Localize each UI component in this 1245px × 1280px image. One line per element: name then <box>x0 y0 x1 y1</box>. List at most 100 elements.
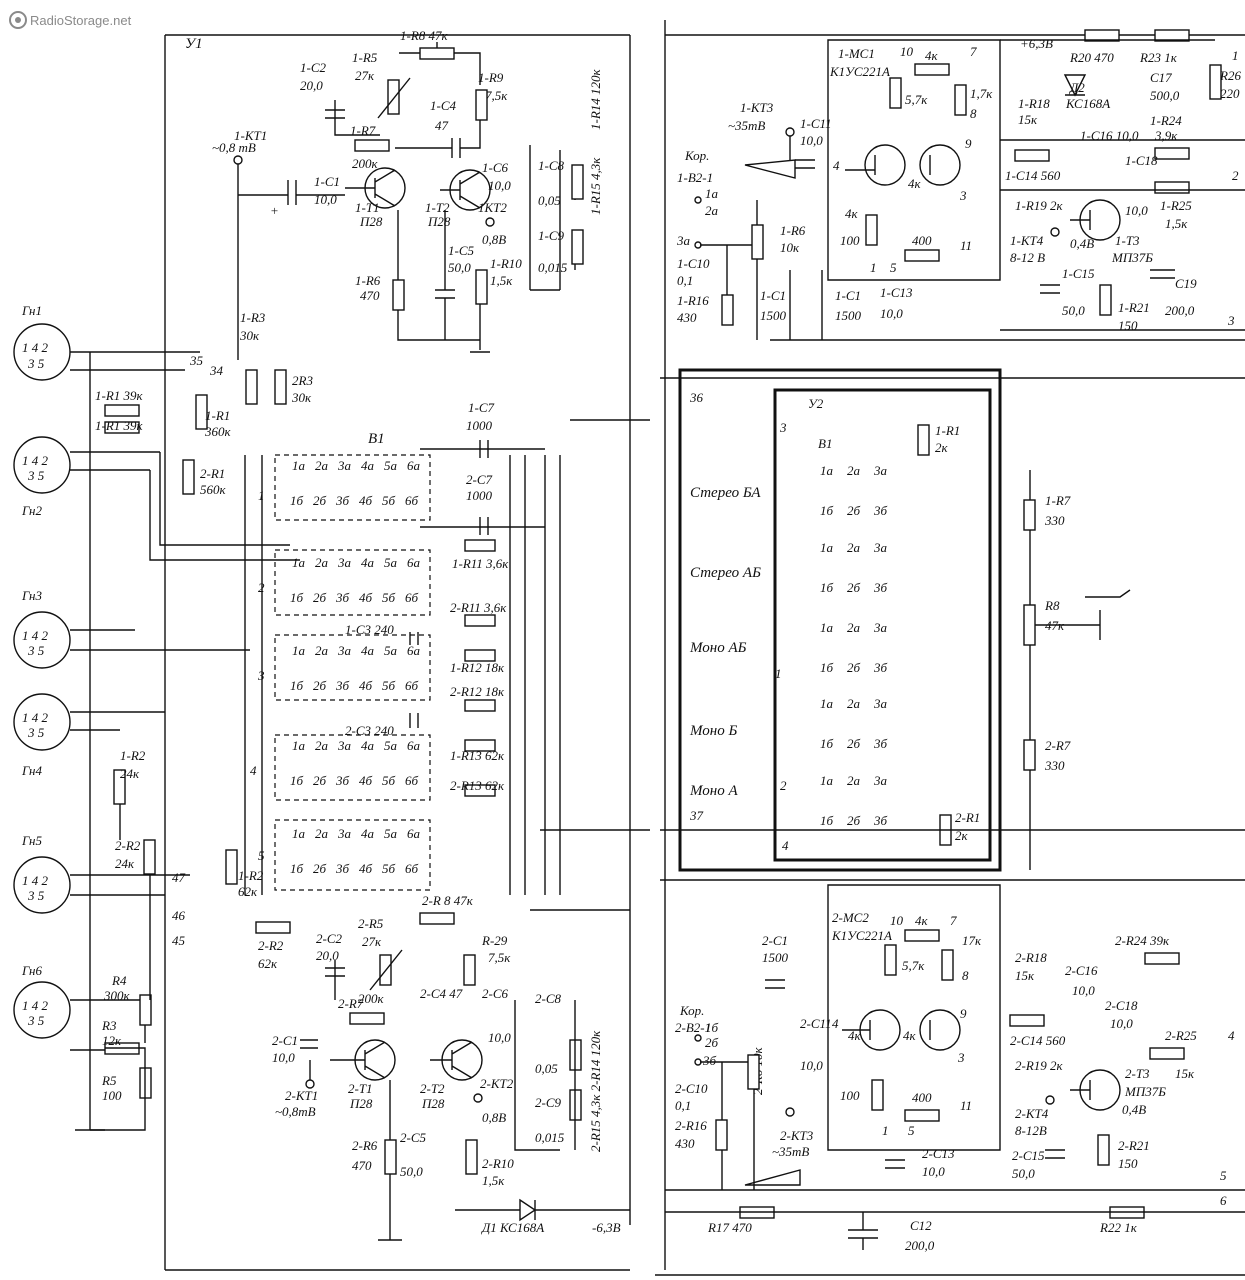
svg-text:1-КТ1: 1-КТ1 <box>234 128 267 143</box>
svg-text:1-С11: 1-С11 <box>800 116 832 131</box>
svg-text:1-КТ4: 1-КТ4 <box>1010 233 1044 248</box>
switch-contact-a: 2а <box>315 555 329 570</box>
svg-text:50,0: 50,0 <box>448 260 471 275</box>
resistor-1-r3 <box>245 369 258 405</box>
svg-text:1-Т2: 1-Т2 <box>425 200 450 215</box>
switch-contact-b: 6б <box>405 590 419 605</box>
svg-text:100: 100 <box>102 1088 122 1103</box>
switch-contact-a: 4а <box>361 643 375 658</box>
svg-text:2-С10: 2-С10 <box>675 1081 708 1096</box>
svg-text:200,0: 200,0 <box>1165 303 1195 318</box>
svg-text:560к: 560к <box>200 482 227 497</box>
svg-text:П28: П28 <box>421 1096 445 1111</box>
svg-text:5: 5 <box>258 848 265 863</box>
switch-contact-a: 5а <box>384 458 398 473</box>
block-u2-label: У2 <box>808 396 824 411</box>
svg-text:10,0: 10,0 <box>488 1030 511 1045</box>
svg-text:10,0: 10,0 <box>1125 203 1148 218</box>
switch-contact-a: 1а <box>820 463 834 478</box>
svg-text:1-Т1: 1-Т1 <box>355 200 380 215</box>
resistor-2-r2-62k <box>255 921 291 934</box>
svg-text:1-R2: 1-R2 <box>120 748 146 763</box>
svg-text:34: 34 <box>209 363 224 378</box>
svg-text:1500: 1500 <box>760 308 787 323</box>
supply-minus-label: -6,3В <box>592 1220 621 1235</box>
svg-text:3 5: 3 5 <box>27 356 45 371</box>
svg-text:220: 220 <box>1220 86 1240 101</box>
svg-text:1-С13: 1-С13 <box>880 285 913 300</box>
svg-text:2-С6: 2-С6 <box>482 986 509 1001</box>
svg-text:Кор.: Кор. <box>679 1003 704 1018</box>
switch-contact-b: 1б <box>820 580 834 595</box>
svg-text:2R3: 2R3 <box>292 373 313 388</box>
svg-text:4к: 4к <box>925 48 939 63</box>
left-board: У1 Гн1 1 4 23 5 Гн2 1 4 23 5 Гн3 1 4 23 … <box>13 28 650 1271</box>
switch-b1-right-label: В1 <box>818 436 832 451</box>
switch-contact-b: 3б <box>873 660 888 675</box>
switch-contact-b: 5б <box>382 861 396 876</box>
svg-text:1б: 1б <box>705 1020 719 1035</box>
svg-text:С17: С17 <box>1150 70 1172 85</box>
switch-contact-a: 2а <box>847 620 861 635</box>
svg-text:200к: 200к <box>352 156 379 171</box>
svg-text:8-12 В: 8-12 В <box>1010 250 1045 265</box>
svg-text:R17 470: R17 470 <box>707 1220 752 1235</box>
svg-text:10,0: 10,0 <box>272 1050 295 1065</box>
svg-text:2-С11: 2-С11 <box>800 1016 832 1031</box>
svg-text:2-R11 3,6к: 2-R11 3,6к <box>450 600 507 615</box>
svg-text:200,0: 200,0 <box>905 1238 935 1253</box>
svg-text:62к: 62к <box>238 884 258 899</box>
svg-text:27к: 27к <box>362 934 382 949</box>
svg-text:1-R18: 1-R18 <box>1018 96 1050 111</box>
resistor-1-r1b <box>104 421 140 434</box>
output-6: 6 <box>1220 1193 1227 1208</box>
svg-text:2-R25: 2-R25 <box>1165 1028 1197 1043</box>
switch-contact-b: 6б <box>405 678 419 693</box>
svg-text:1-R1: 1-R1 <box>205 408 230 423</box>
svg-text:Гн5: Гн5 <box>21 833 42 848</box>
svg-text:3 5: 3 5 <box>27 888 45 903</box>
switch-contact-a: 3а <box>873 620 888 635</box>
resistor-2-r11 <box>464 614 496 627</box>
switch-contact-a: 3а <box>873 540 888 555</box>
switch-contact-a: 3а <box>873 696 888 711</box>
svg-text:10к: 10к <box>780 240 800 255</box>
svg-text:2-R19 2к: 2-R19 2к <box>1015 1058 1064 1073</box>
svg-text:1-R8 47к: 1-R8 47к <box>400 28 449 43</box>
svg-text:1-R2: 1-R2 <box>238 868 264 883</box>
svg-text:24к: 24к <box>120 766 140 781</box>
svg-text:100: 100 <box>840 1088 860 1103</box>
svg-text:1 4 2: 1 4 2 <box>22 998 49 1013</box>
svg-text:1 4 2: 1 4 2 <box>22 453 49 468</box>
svg-text:1-R10: 1-R10 <box>490 256 522 271</box>
svg-text:8: 8 <box>970 106 977 121</box>
svg-text:36: 36 <box>689 390 704 405</box>
switch-contact-b: 3б <box>873 736 888 751</box>
svg-text:Гн3: Гн3 <box>21 588 42 603</box>
resistor-2-r13 <box>464 784 496 797</box>
svg-text:1-С3 240: 1-С3 240 <box>345 622 394 637</box>
svg-text:К1УС221А: К1УС221А <box>829 64 890 79</box>
svg-text:430: 430 <box>677 310 697 325</box>
svg-text:МП37Б: МП37Б <box>1124 1084 1166 1099</box>
svg-text:1-С18: 1-С18 <box>1125 153 1158 168</box>
svg-text:2-Т2: 2-Т2 <box>420 1081 445 1096</box>
svg-text:2-КТ2: 2-КТ2 <box>480 1076 514 1091</box>
svg-text:2-С4 47: 2-С4 47 <box>420 986 463 1001</box>
switch-contact-b: 5б <box>382 590 396 605</box>
switch-contact-b: 3б <box>335 493 350 508</box>
svg-text:47: 47 <box>435 118 449 133</box>
output-3: 3 <box>1227 313 1235 328</box>
switch-contact-b: 1б <box>290 678 304 693</box>
switch-contact-b: 2б <box>313 590 327 605</box>
svg-text:45: 45 <box>172 933 186 948</box>
svg-text:П28: П28 <box>359 214 383 229</box>
switch-contact-b: 2б <box>847 580 861 595</box>
resistor-2-r3 <box>274 369 287 405</box>
svg-text:2-КТ3: 2-КТ3 <box>780 1128 814 1143</box>
svg-text:4к: 4к <box>848 1028 862 1043</box>
svg-text:10,0: 10,0 <box>488 178 511 193</box>
svg-text:1-R7: 1-R7 <box>1045 493 1071 508</box>
svg-text:К1УС221А: К1УС221А <box>831 928 892 943</box>
switch-contact-b: 3б <box>873 813 888 828</box>
